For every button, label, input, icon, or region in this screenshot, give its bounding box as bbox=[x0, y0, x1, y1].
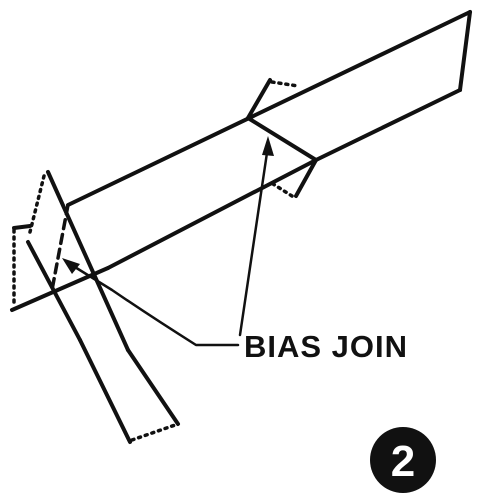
strip-left-end-cap bbox=[12, 224, 32, 230]
long-strip bbox=[10, 10, 472, 312]
bias-join-label: BIAS JOIN bbox=[244, 329, 408, 364]
bias-seam-left bbox=[50, 203, 70, 292]
badge-circle bbox=[370, 427, 436, 493]
cross-strip-left-edge-lower bbox=[78, 338, 132, 444]
seam-tab-lower-dots bbox=[268, 180, 294, 198]
strip-bottom-edge-right bbox=[314, 88, 462, 162]
strip-bottom-edge-far-left bbox=[10, 266, 110, 312]
figure-badge: 2 bbox=[370, 427, 436, 493]
strip-bottom-edge-left bbox=[106, 158, 318, 270]
bias-join-left bbox=[50, 203, 70, 292]
leader-left bbox=[68, 262, 240, 347]
arrowhead-left-icon bbox=[62, 258, 80, 274]
bias-join-right bbox=[246, 78, 318, 198]
arrowhead-right-icon bbox=[262, 136, 274, 156]
cross-strip-right-edge-upper bbox=[46, 170, 130, 352]
bias-seam-right bbox=[246, 116, 318, 162]
cross-strip-right-edge-lower bbox=[126, 348, 180, 426]
strip-end-edge bbox=[458, 10, 472, 92]
cross-strip-end-dots bbox=[130, 422, 180, 442]
callout-leaders bbox=[62, 136, 274, 347]
cross-strip-top-dots bbox=[28, 174, 46, 234]
leader-right bbox=[238, 144, 270, 337]
badge-number: 2 bbox=[391, 437, 415, 486]
strip-top-edge bbox=[66, 10, 472, 207]
seam-tab-upper bbox=[246, 78, 272, 120]
seam-tab-upper-dots bbox=[270, 80, 300, 88]
seam-tab-lower bbox=[294, 158, 318, 198]
cross-strip-left-edge-upper bbox=[26, 240, 82, 342]
crossing-strip bbox=[12, 170, 180, 444]
